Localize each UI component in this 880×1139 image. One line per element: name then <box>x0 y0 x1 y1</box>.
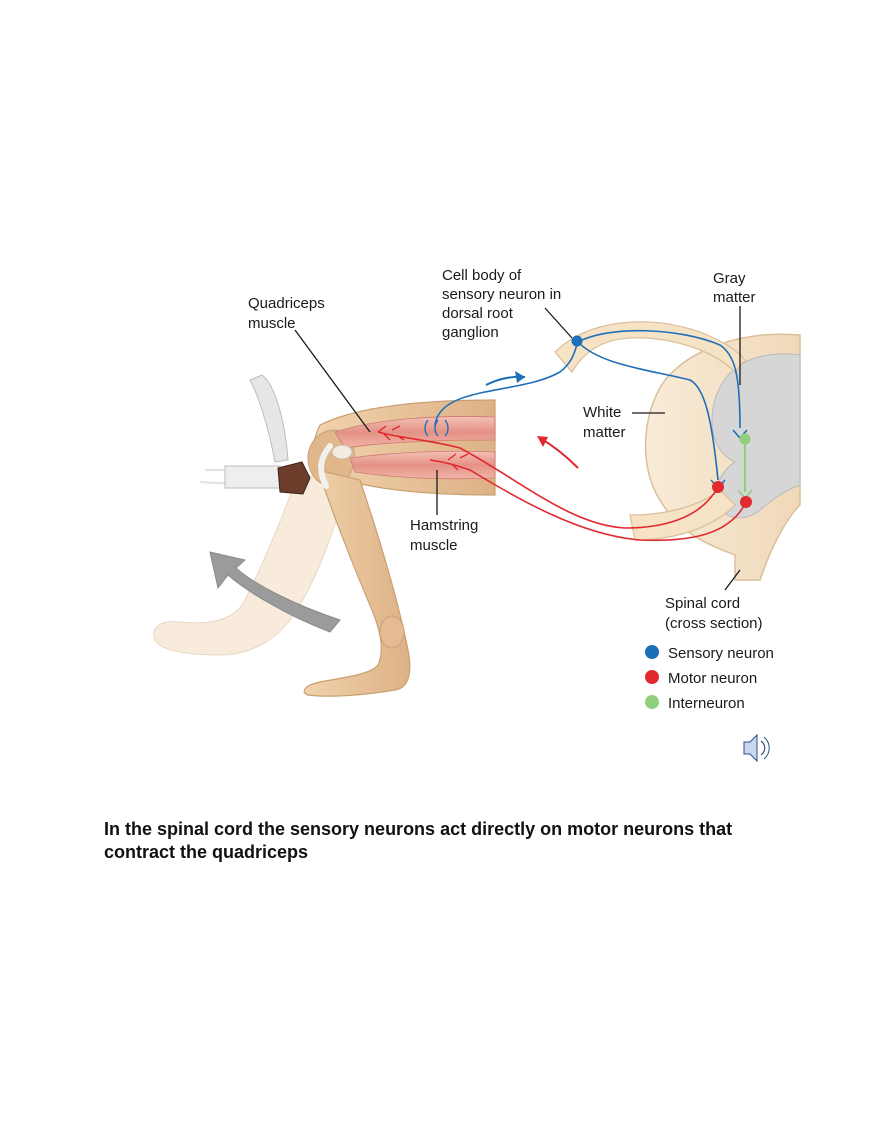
gray-matter-shape <box>711 353 801 519</box>
leader-lines <box>294 306 741 591</box>
ankle-bone <box>379 615 405 649</box>
svg-text:matter: matter <box>713 289 756 306</box>
label-cell-body-line-4: ganglion <box>442 324 499 341</box>
sensory-neuron <box>424 329 748 490</box>
ventral-root <box>629 489 736 541</box>
leg <box>303 399 496 697</box>
hammer-ghost <box>249 374 289 463</box>
patella <box>331 444 353 460</box>
legend-label-motor: Motor neuron <box>668 670 757 687</box>
label-gray-matter-line-2: matter <box>713 289 756 306</box>
legend-item-interneuron: Interneuron <box>645 695 745 712</box>
spinal-cord-cross-section <box>554 321 801 581</box>
svg-text:sensory neuron in: sensory neuron in <box>442 286 561 303</box>
svg-text:muscle: muscle <box>410 537 458 554</box>
legend-item-sensory: Sensory neuron <box>645 645 774 662</box>
speaker-icon[interactable] <box>743 733 770 763</box>
label-white-matter-line-2: matter <box>583 424 626 441</box>
motor-neuron-to-quadriceps <box>377 431 719 529</box>
leg-motion-arrow <box>209 551 341 633</box>
motor-neuron-to-hamstring <box>429 459 747 542</box>
label-cell-body-line-1: Cell body of <box>442 267 522 284</box>
svg-text:Spinal cord: Spinal cord <box>665 595 740 612</box>
legend-swatch-motor <box>645 670 659 684</box>
patellar-tendon <box>318 443 333 489</box>
label-cell-body-line-2: sensory neuron in <box>442 286 561 303</box>
svg-text:Gray: Gray <box>713 270 746 287</box>
quadriceps-muscle-shape <box>334 416 496 449</box>
svg-text:Sensory neuron: Sensory neuron <box>668 645 774 662</box>
label-cell-body-line-3: dorsal root <box>442 305 514 322</box>
label-white-matter: White matter <box>583 404 626 441</box>
label-spinal-cord: Spinal cord (cross section) <box>665 595 763 632</box>
svg-text:Hamstring: Hamstring <box>410 517 478 534</box>
label-spinal-cord-line-2: (cross section) <box>665 615 763 632</box>
svg-text:muscle: muscle <box>248 315 296 332</box>
svg-text:Cell body of: Cell body of <box>442 267 522 284</box>
legend-swatch-sensory <box>645 645 659 659</box>
label-white-matter-line-1: White <box>583 404 621 421</box>
svg-text:Interneuron: Interneuron <box>668 695 745 712</box>
svg-text:(cross section): (cross section) <box>665 615 763 632</box>
hamstring-motor-endings <box>447 453 469 471</box>
legend-label-interneuron: Interneuron <box>668 695 745 712</box>
legend-swatch-interneuron <box>645 695 659 709</box>
legend: Sensory neuron Motor neuron Interneuron <box>645 645 774 712</box>
label-spinal-cord-line-1: Spinal cord <box>665 595 740 612</box>
legend-item-motor: Motor neuron <box>645 670 757 687</box>
svg-text:Quadriceps: Quadriceps <box>248 295 325 312</box>
svg-text:Motor neuron: Motor neuron <box>668 670 757 687</box>
quadriceps-motor-endings <box>377 425 405 441</box>
label-gray-matter-line-1: Gray <box>713 270 746 287</box>
svg-text:White: White <box>583 404 621 421</box>
label-hamstring-line-1: Hamstring <box>410 517 478 534</box>
svg-text:ganglion: ganglion <box>442 324 499 341</box>
svg-text:matter: matter <box>583 424 626 441</box>
motor-neurons <box>377 425 752 542</box>
legend-label-sensory: Sensory neuron <box>668 645 774 662</box>
label-quadriceps-line-2: muscle <box>248 315 296 332</box>
hammer-head <box>277 461 311 495</box>
label-hamstring: Hamstring muscle <box>410 517 478 554</box>
sensory-cell-body <box>571 335 583 347</box>
muscle-spindle <box>424 419 449 437</box>
hamstring-muscle-shape <box>349 450 496 480</box>
interneuron-cell-body <box>739 433 751 445</box>
svg-text:dorsal root: dorsal root <box>442 305 514 322</box>
reflex-hammer <box>224 374 311 495</box>
hammer-handle <box>224 465 281 489</box>
label-gray-matter: Gray matter <box>713 270 756 306</box>
motor-cell-body-2 <box>740 496 752 508</box>
label-hamstring-line-2: muscle <box>410 537 458 554</box>
ghost-lower-leg <box>153 469 346 656</box>
label-quadriceps-line-1: Quadriceps <box>248 295 325 312</box>
motor-flow-arrow <box>539 437 579 469</box>
label-quadriceps: Quadriceps muscle <box>248 295 325 332</box>
motor-cell-body-1 <box>712 481 724 493</box>
label-cell-body: Cell body of sensory neuron in dorsal ro… <box>442 267 561 341</box>
moving-leg-ghost <box>153 469 346 656</box>
caption: In the spinal cord the sensory neurons a… <box>104 819 733 862</box>
